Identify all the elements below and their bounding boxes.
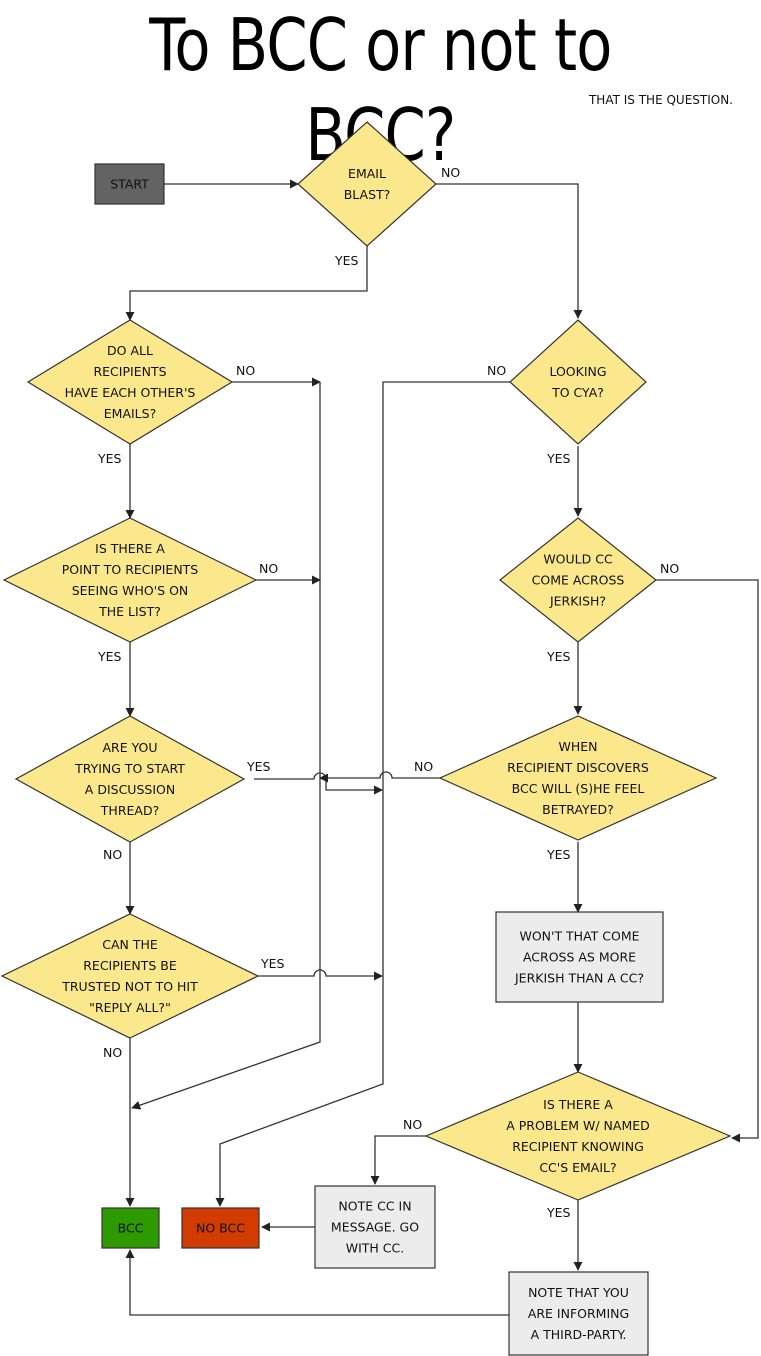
label-replyall-no: NO <box>103 1045 122 1060</box>
decision-reply_all-line-2: RECIPIENTS BE <box>83 958 177 973</box>
label-problem-yes: YES <box>546 1205 571 1220</box>
decision-discussion-line-1: ARE YOU <box>102 740 157 755</box>
label-point-no: NO <box>259 561 278 576</box>
label-betrayed-yes: YES <box>546 847 571 862</box>
decision-email_blast-line-1: EMAIL <box>348 166 386 181</box>
decision-point_seeing: IS THERE A POINT TO RECIPIENTS SEEING WHO'… <box>2 517 258 643</box>
decision-jerkish: WOULD CC COME ACROSS JERKISH? <box>499 517 657 643</box>
process-third-party-line-2: ARE INFORMING <box>528 1306 629 1321</box>
edge-thirdparty-to-bcc <box>125 1249 509 1316</box>
process-third-party-line-3: A THIRD-PARTY. <box>531 1327 627 1342</box>
label-jerkish-yes: YES <box>546 649 571 664</box>
decision-betrayed-line-3: BCC WILL (S)HE FEEL <box>512 781 645 796</box>
label-problem-no: NO <box>403 1117 422 1132</box>
nodes: START EMAIL BLAST? DO ALL RECIPIENTS HAVE EAC… <box>0 121 732 1356</box>
label-betrayed-no: NO <box>414 759 433 774</box>
label-blast-no: NO <box>441 165 460 180</box>
process-third-party-line-1: NOTE THAT YOU <box>528 1285 629 1300</box>
terminal-no-bcc: NO BCC <box>181 1207 260 1249</box>
label-replyall-yes: YES <box>260 956 285 971</box>
decision-point_seeing-line-1: IS THERE A <box>95 541 165 556</box>
label-discussion-no: NO <box>103 847 122 862</box>
process-note-cc-line-3: WITH CC. <box>346 1241 404 1256</box>
decision-problem-line-1: IS THERE A <box>543 1097 613 1112</box>
edge-blast-no <box>436 183 583 319</box>
process-note-cc-line-2: MESSAGE. GO <box>331 1220 419 1235</box>
edge-jerkish-no <box>656 579 759 1143</box>
decision-reply_all-line-3: TRUSTED NOT TO HIT <box>61 979 198 994</box>
process-more-jerkish-line-3: JERKISH THAN A CC? <box>514 971 644 986</box>
decision-betrayed-line-4: BETRAYED? <box>542 802 614 817</box>
edge-bcc-collector <box>131 382 321 1110</box>
decision-point_seeing-line-3: SEEING WHO'S ON <box>72 583 189 598</box>
label-cya-yes: YES <box>546 451 571 466</box>
decision-all_emails-line-2: RECIPIENTS <box>93 364 166 379</box>
decision-discussion-line-2: TRYING TO START <box>74 761 185 776</box>
edge-discussion-yes <box>254 772 383 795</box>
decision-reply_all-line-4: "REPLY ALL?" <box>89 1000 171 1015</box>
start-box-line-1: START <box>110 177 149 192</box>
process-more-jerkish: WON'T THAT COME ACROSS AS MORE JERKISH THA… <box>495 911 664 1003</box>
decision-cya-line-2: TO CYA? <box>551 385 604 400</box>
edge-labels: NO YES NO YES NO YES YES NO YES NO NO YES NO YES NO YES… <box>97 165 679 1220</box>
label-point-yes: YES <box>97 649 122 664</box>
label-jerkish-no: NO <box>660 561 679 576</box>
decision-all_emails-line-4: EMAILS? <box>104 406 156 421</box>
label-discussion-yes: YES <box>246 759 271 774</box>
edge-blast-yes <box>125 246 368 321</box>
decision-all_emails: DO ALL RECIPIENTS HAVE EACH OTHER'S EMAILS? <box>26 319 234 445</box>
edge-problem-no <box>370 1135 426 1185</box>
decision-all_emails-line-3: HAVE EACH OTHER'S <box>65 385 196 400</box>
decision-betrayed-line-2: RECIPIENT DISCOVERS <box>507 760 649 775</box>
decision-jerkish-line-2: COME ACROSS <box>532 573 625 588</box>
connectors <box>125 179 759 1316</box>
process-more-jerkish-line-1: WON'T THAT COME <box>519 929 639 944</box>
decision-reply_all: CAN THE RECIPIENTS BE TRUSTED NOT TO HIT "R… <box>0 913 260 1039</box>
label-allemails-no: NO <box>236 363 255 378</box>
process-third-party: NOTE THAT YOU ARE INFORMING A THIRD-PARTY. <box>508 1271 649 1356</box>
decision-discussion-line-3: A DISCUSSION <box>85 782 175 797</box>
edge-replyall-yes <box>258 969 383 981</box>
decision-problem: IS THERE A A PROBLEM W/ NAMED RECIPIENT KN… <box>424 1071 732 1201</box>
decision-point_seeing-line-2: POINT TO RECIPIENTS <box>62 562 199 577</box>
decision-jerkish-line-1: WOULD CC <box>543 552 613 567</box>
decision-jerkish-line-3: JERKISH? <box>549 594 606 609</box>
decision-cya-line-1: LOOKING <box>549 364 606 379</box>
decision-email_blast-line-2: BLAST? <box>344 187 391 202</box>
decision-problem-line-3: RECIPIENT KNOWING <box>512 1139 644 1154</box>
decision-cya: LOOKING TO CYA? <box>509 319 647 445</box>
label-cya-no: NO <box>487 363 506 378</box>
decision-email_blast: EMAIL BLAST? <box>297 121 437 247</box>
decision-problem-line-2: A PROBLEM W/ NAMED <box>506 1118 650 1133</box>
edge-cya-no <box>215 381 510 1207</box>
terminal-no-bcc-line-1: NO BCC <box>196 1221 245 1236</box>
decision-betrayed-line-1: WHEN <box>558 739 597 754</box>
decision-betrayed: WHEN RECIPIENT DISCOVERS BCC WILL (S)HE FE… <box>438 715 718 841</box>
decision-all_emails-line-1: DO ALL <box>107 343 153 358</box>
edge-betrayed-no <box>319 771 440 783</box>
start-box: START <box>94 163 165 205</box>
decision-discussion-line-4: THREAD? <box>100 803 159 818</box>
terminal-bcc-line-1: BCC <box>118 1221 144 1236</box>
terminal-bcc: BCC <box>101 1207 160 1249</box>
page-subtitle: THAT IS THE QUESTION. <box>588 93 733 107</box>
decision-reply_all-line-1: CAN THE <box>102 937 158 952</box>
label-allemails-yes: YES <box>97 451 122 466</box>
decision-problem-line-4: CC'S EMAIL? <box>539 1160 616 1175</box>
process-note-cc-line-1: NOTE CC IN <box>338 1199 411 1214</box>
process-more-jerkish-line-2: ACROSS AS MORE <box>523 950 636 965</box>
label-blast-yes: YES <box>334 253 359 268</box>
decision-discussion: ARE YOU TRYING TO START A DISCUSSION THREAD… <box>14 715 246 843</box>
process-note-cc: NOTE CC IN MESSAGE. GO WITH CC. <box>314 1185 436 1269</box>
decision-point_seeing-line-4: THE LIST? <box>98 604 161 619</box>
